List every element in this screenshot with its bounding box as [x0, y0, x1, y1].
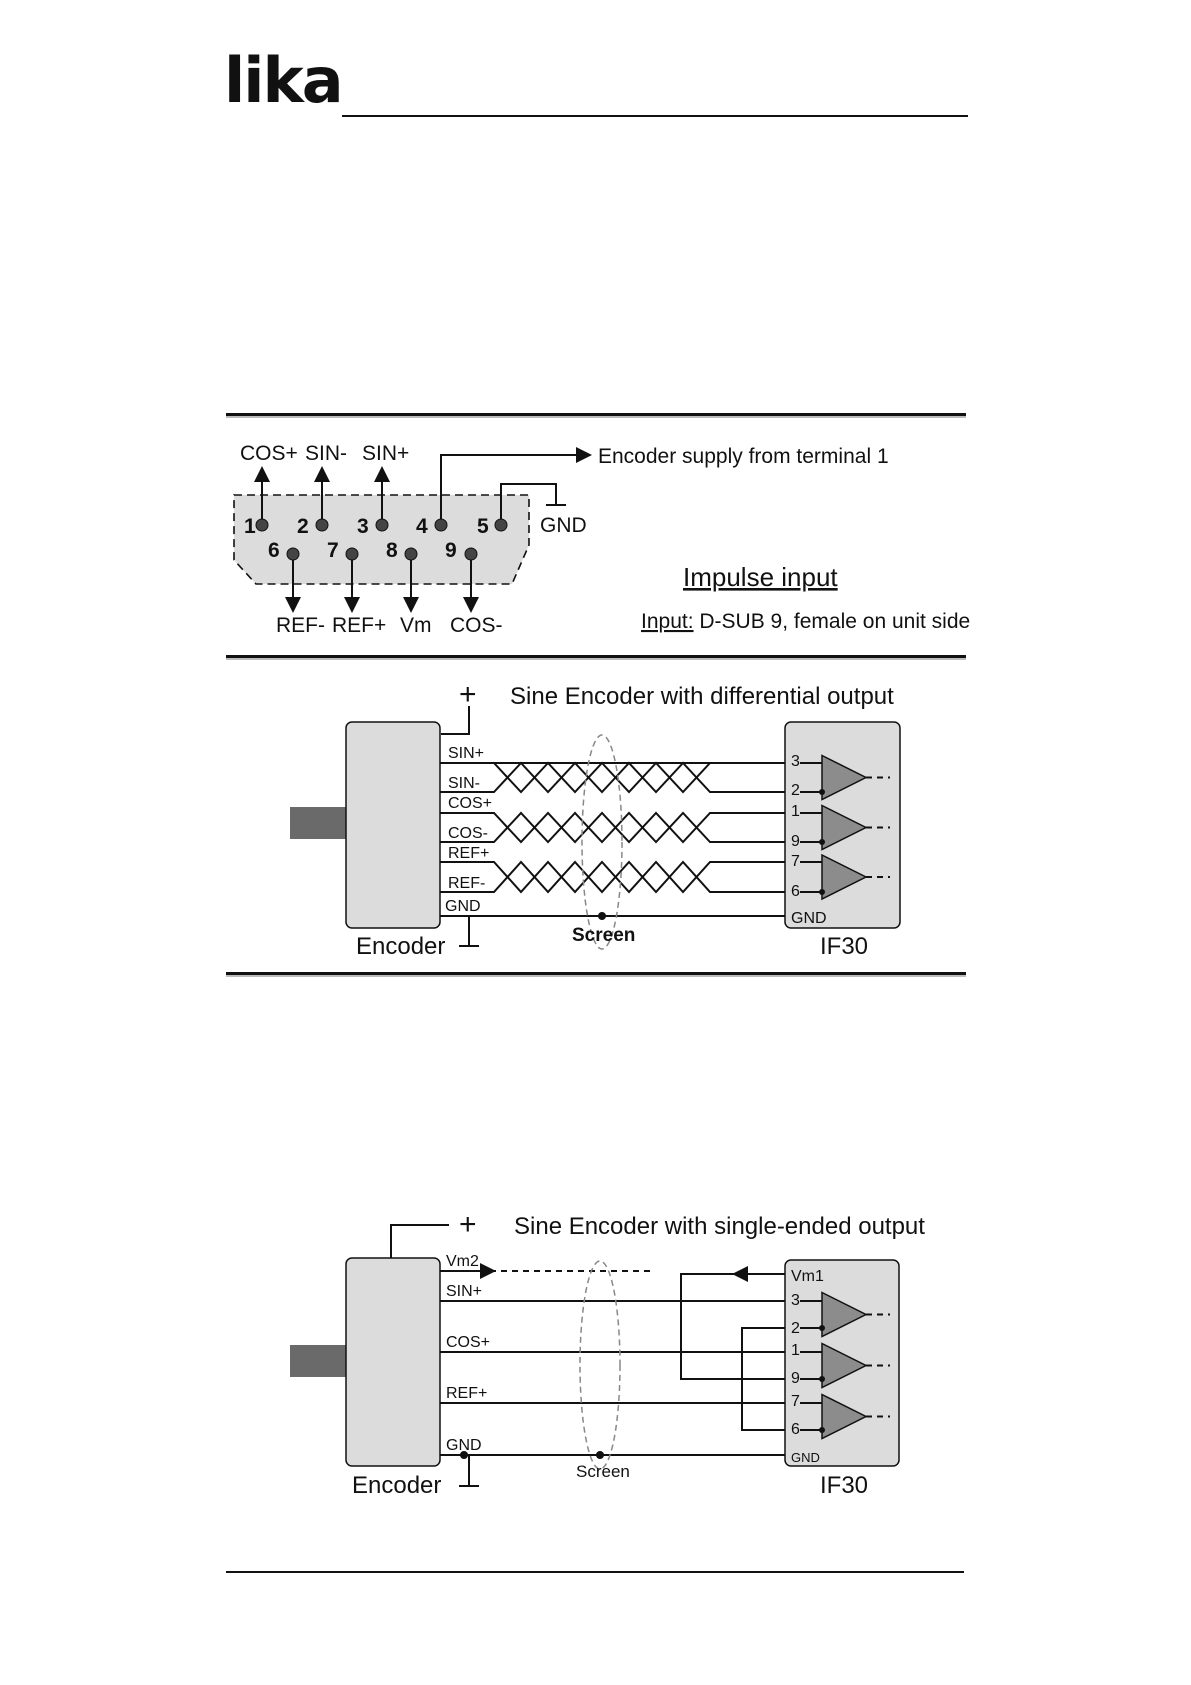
pin-number: 3 — [357, 515, 369, 538]
diagram-title: Sine Encoder with single-ended output — [514, 1213, 925, 1240]
input-label: Input: — [641, 610, 694, 633]
signal-label: SIN- — [448, 775, 480, 792]
signal-label: COS+ — [448, 795, 492, 812]
signal-label: Vm2 — [446, 1253, 479, 1270]
encoder-label: Encoder — [352, 1472, 441, 1499]
pin-number: 5 — [477, 515, 489, 538]
amplifier-symbol — [821, 1291, 868, 1338]
signal-label: REF- — [448, 875, 485, 892]
diagram-title: Sine Encoder with differential output — [510, 683, 894, 710]
header-rule — [342, 115, 968, 117]
pin-label: COS- — [450, 614, 503, 637]
dsub9-connector: 1 2 3 4 5 6 7 8 9 COS+ SIN- SIN+ — [233, 442, 970, 637]
input-value: D-SUB 9, female on unit side — [694, 610, 971, 633]
gnd-label: GND — [791, 910, 827, 927]
footer-rule — [226, 1571, 964, 1573]
pin-label: COS+ — [240, 442, 298, 465]
section-rule-mid — [226, 655, 966, 660]
signal-label: COS+ — [446, 1334, 490, 1351]
pin-number: 7 — [327, 539, 339, 562]
pin-number: 7 — [791, 853, 800, 870]
twisted-pair-wire — [440, 860, 785, 894]
impulse-input-title: Impulse input — [683, 562, 838, 592]
amplifier-symbol — [821, 1342, 868, 1389]
supply-note: Encoder supply from terminal 1 — [598, 445, 889, 468]
vm1-label: Vm1 — [791, 1268, 824, 1285]
gnd-label: GND — [540, 514, 587, 537]
pin-label: Vm — [400, 614, 432, 637]
signal-label: GND — [445, 898, 481, 915]
amplifier-symbol — [821, 754, 868, 801]
pin-number: 3 — [791, 753, 800, 770]
input-spec: Input: D-SUB 9, female on unit side — [641, 610, 970, 633]
encoder-box — [345, 1257, 441, 1467]
pin-label: REF+ — [332, 614, 386, 637]
screen-label: Screen — [572, 925, 635, 946]
amplifier-symbol — [821, 804, 868, 851]
twisted-pair-wire — [440, 761, 785, 794]
encoder-label: Encoder — [356, 933, 445, 960]
twisted-pair-wire — [440, 761, 785, 794]
twisted-pair-wire — [440, 860, 785, 894]
twisted-pair-wire — [440, 811, 785, 844]
signal-label: REF+ — [448, 845, 489, 862]
signal-label: SIN+ — [448, 745, 484, 762]
signal-label: GND — [446, 1437, 482, 1454]
pin-number: 2 — [791, 1320, 800, 1337]
pin-number: 1 — [791, 803, 800, 820]
section-rule-top — [226, 413, 966, 418]
pin-label: SIN+ — [362, 442, 409, 465]
gnd-label: GND — [791, 1450, 820, 1465]
if30-label: IF30 — [820, 1472, 868, 1499]
amplifier-symbol — [821, 853, 868, 901]
pin-label: SIN- — [305, 442, 347, 465]
plus-symbol: + — [459, 678, 477, 711]
pin-number: 4 — [416, 515, 428, 538]
pin-number: 2 — [791, 782, 800, 799]
pin-number: 3 — [791, 1292, 800, 1309]
plus-symbol: + — [459, 1208, 477, 1241]
differential-diagram: + Sine Encoder with differential output … — [290, 678, 901, 960]
single-ended-diagram: + Sine Encoder with single-ended output … — [290, 1208, 925, 1499]
pin-number: 6 — [791, 1421, 800, 1438]
signal-label: COS- — [448, 825, 488, 842]
pin-number: 8 — [386, 539, 398, 562]
pin-number: 9 — [791, 1370, 800, 1387]
if30-label: IF30 — [820, 933, 868, 960]
pin-number: 1 — [244, 515, 256, 538]
encoder-shaft — [290, 807, 346, 839]
encoder-shaft — [290, 1345, 346, 1377]
pin-label: REF- — [276, 614, 325, 637]
signal-label: SIN+ — [446, 1283, 482, 1300]
signal-label: REF+ — [446, 1385, 487, 1402]
screen-label: Screen — [576, 1462, 630, 1481]
twisted-pair-wire — [440, 811, 785, 844]
pin-number: 9 — [791, 833, 800, 850]
section-rule-bottom — [226, 972, 966, 977]
pin-number: 6 — [268, 539, 280, 562]
pin-number: 2 — [297, 515, 309, 538]
lika-logo: lika — [224, 44, 344, 117]
pin-number: 9 — [445, 539, 457, 562]
pin-number: 1 — [791, 1342, 800, 1359]
pin-number: 6 — [791, 883, 800, 900]
encoder-box — [345, 721, 441, 929]
pin-number: 7 — [791, 1393, 800, 1410]
amplifier-symbol — [821, 1393, 868, 1440]
